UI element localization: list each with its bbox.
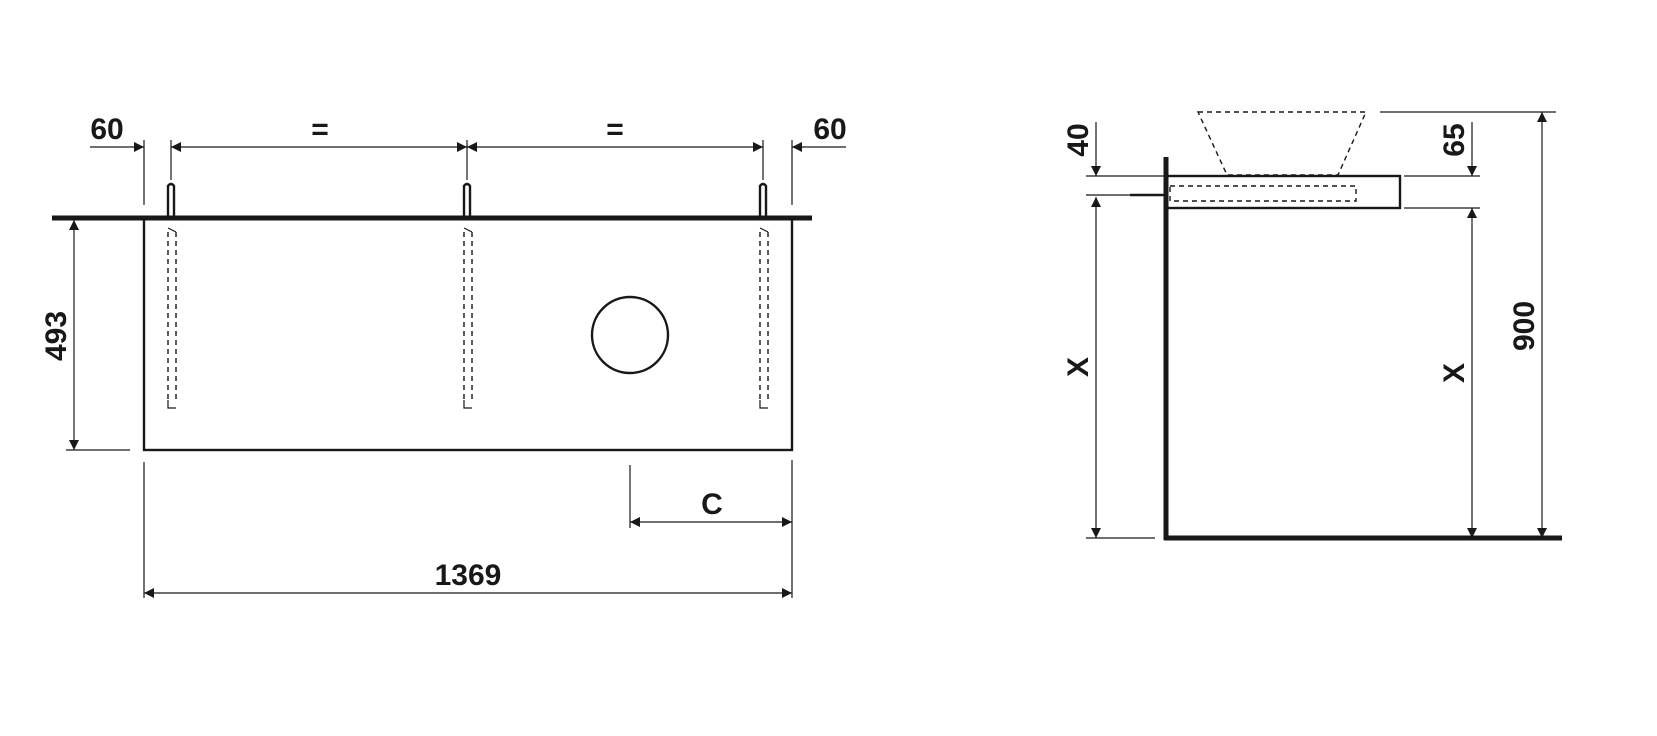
dim-spacing-2-label: = [606,113,624,146]
dim-x-right-label: X [1438,363,1471,383]
side-view: 40 X 65 X 900 [1062,111,1562,541]
bracket-left [166,182,177,409]
dim-c-label: C [701,488,723,521]
dim-right-offset-label: 60 [813,113,846,146]
dim-spacing-1-label: = [311,113,329,146]
dim-slab-offset-label: 40 [1062,123,1095,156]
dim-slab-thickness-label: 65 [1438,123,1471,156]
basin-outline [1196,111,1368,176]
dim-total-height-label: 900 [1508,301,1541,351]
dim-height-label: 493 [40,311,73,361]
dim-width-label: 1369 [435,559,502,592]
front-panel [142,216,794,452]
slab-bracket-dashed [1169,185,1357,202]
bracket-right [758,182,769,409]
dim-x-left-label: X [1062,357,1095,377]
dim-left-offset-label: 60 [90,113,123,146]
front-view: 60 = = 60 493 C 1369 [40,113,847,598]
countertop-slab [1164,174,1402,210]
bracket-middle [462,182,473,409]
drain-hole [590,295,670,375]
